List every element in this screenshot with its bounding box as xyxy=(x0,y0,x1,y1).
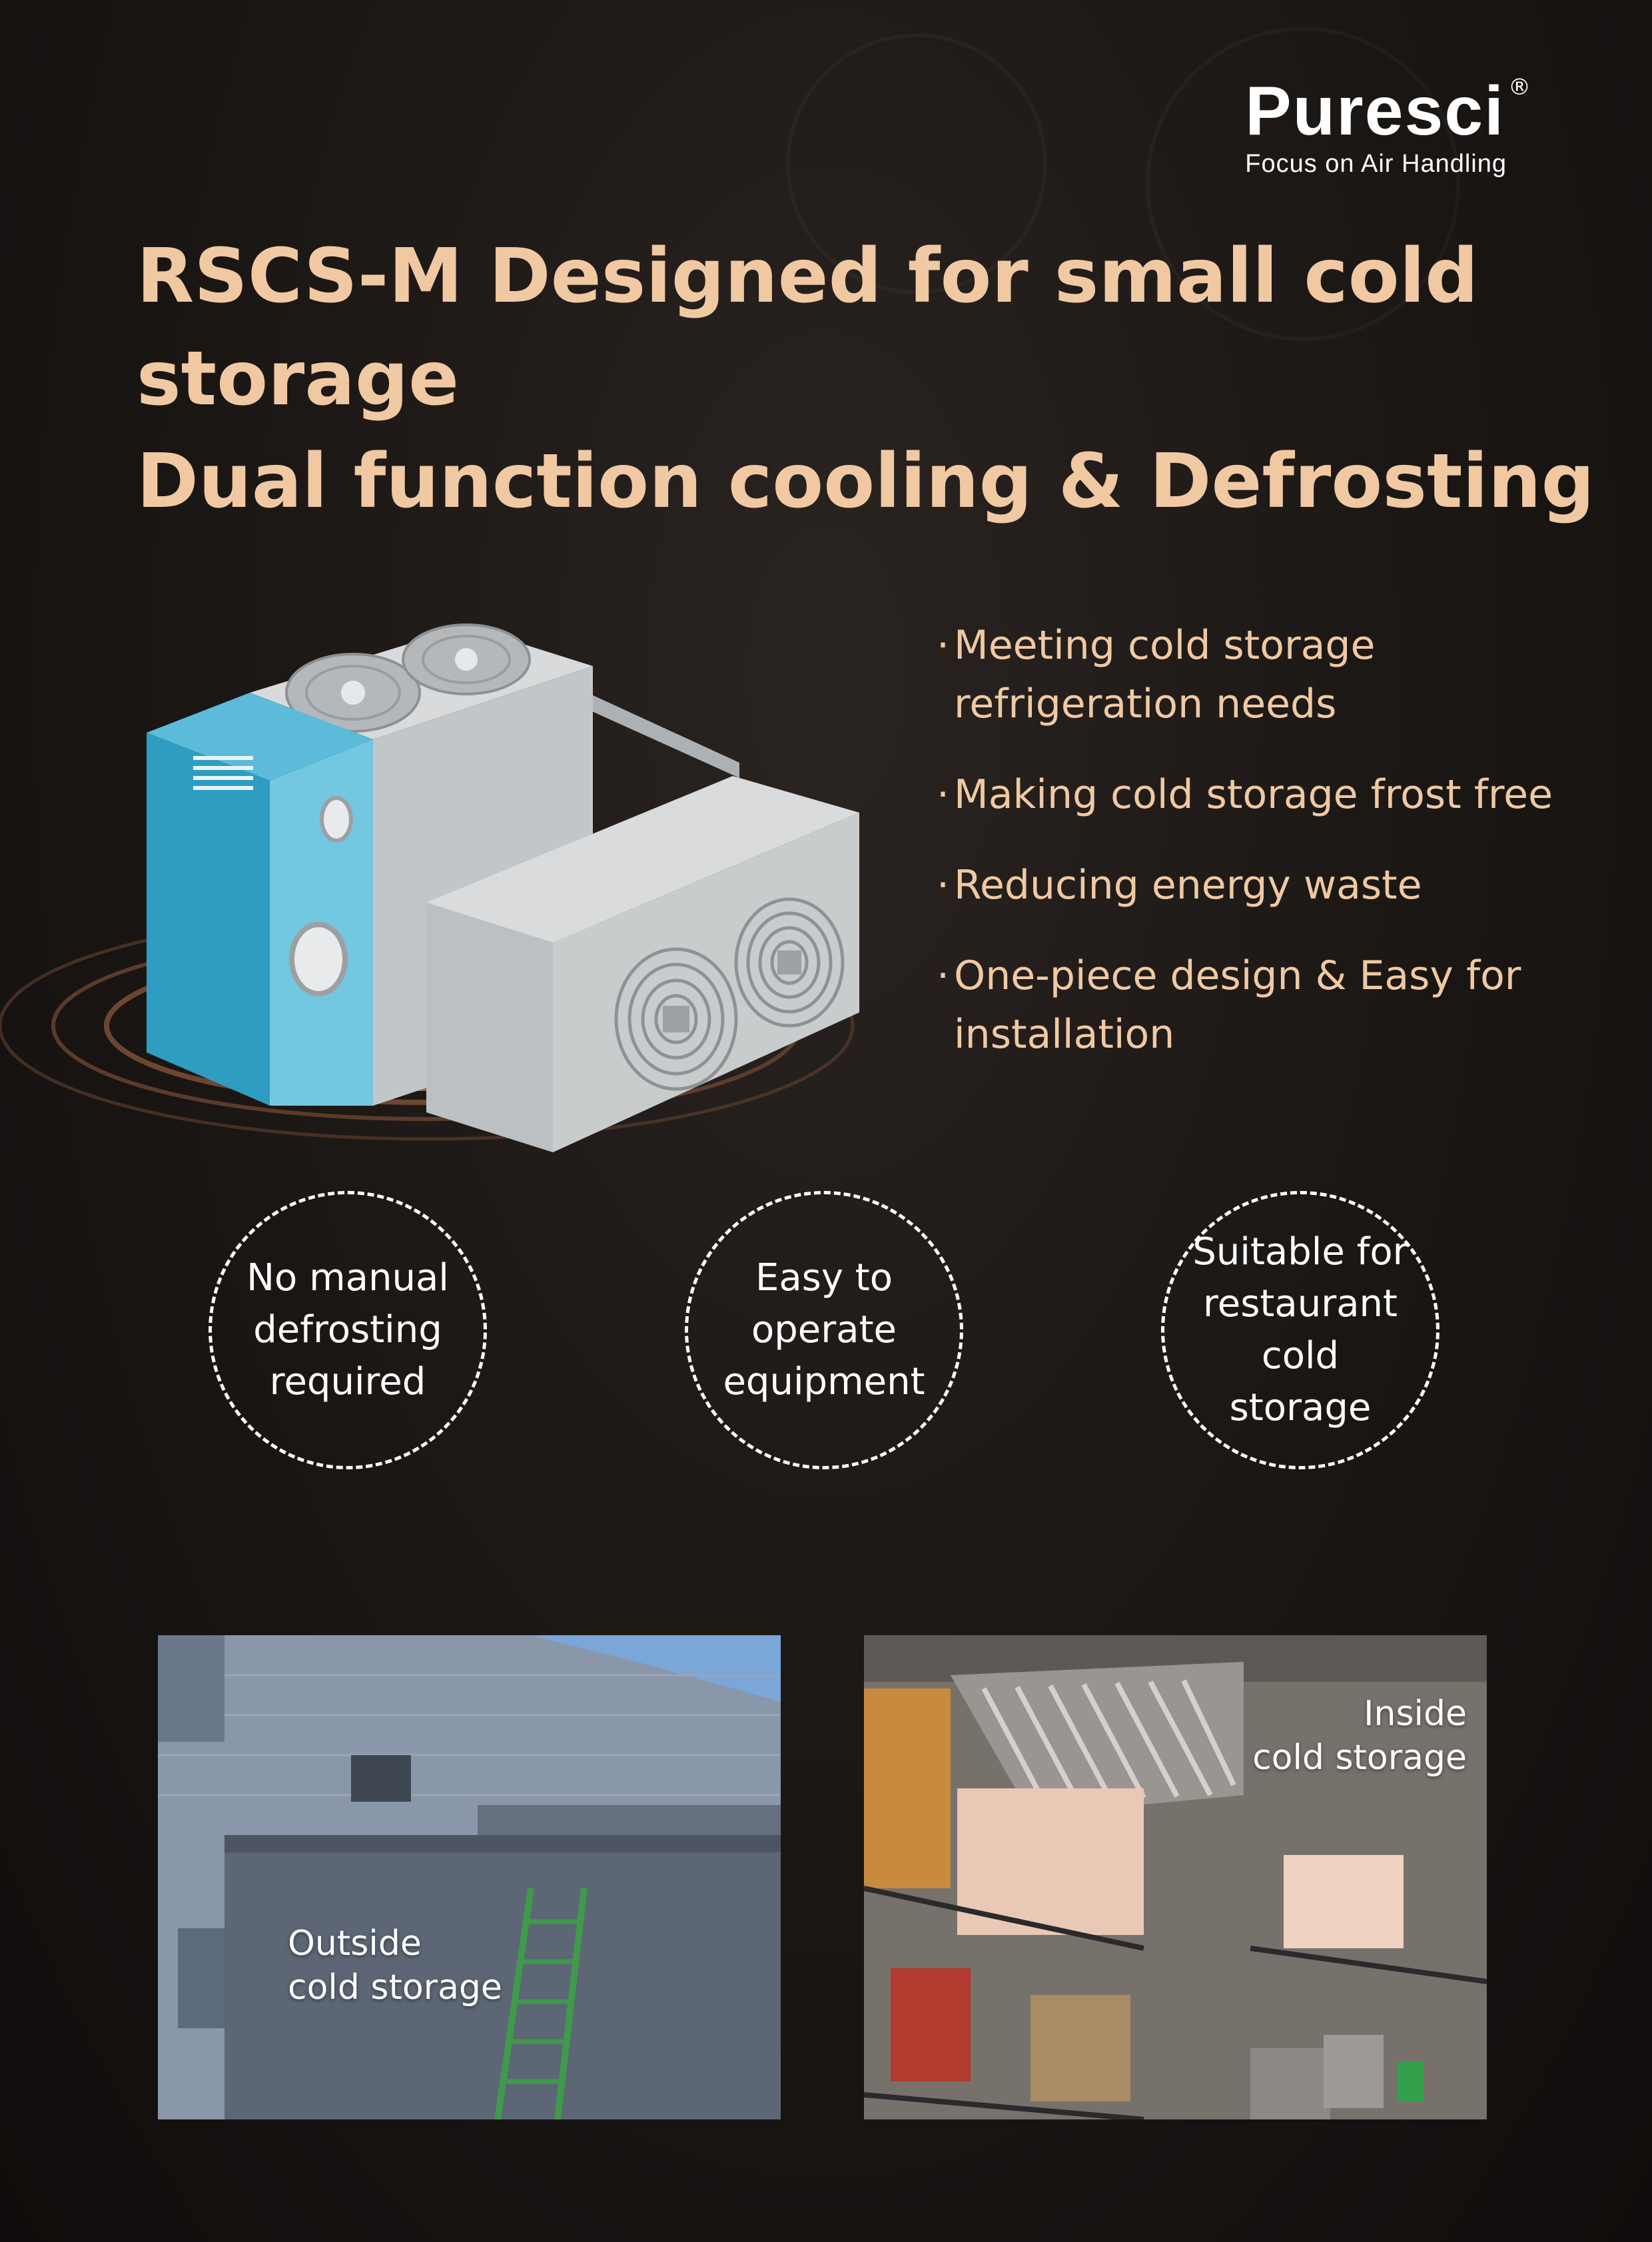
title-line-2: storage xyxy=(137,336,460,422)
evaporator-fan xyxy=(734,897,845,1028)
photo-inside-cold-storage: Inside cold storage xyxy=(864,1635,1487,2119)
badge-text: Easy to operate equipment xyxy=(723,1256,925,1403)
blue-end-panel xyxy=(147,693,373,1106)
brand-name: Puresci xyxy=(1245,73,1505,150)
feature-item: Making cold storage frost free xyxy=(937,765,1605,824)
badge-no-manual-defrost: No manual defrosting required xyxy=(208,1191,487,1469)
feature-item: Reducing energy waste xyxy=(937,856,1605,915)
title-line-1: RSCS-M Designed for small cold xyxy=(137,233,1479,320)
badge-text: No manual defrosting required xyxy=(246,1256,449,1403)
badge-text: Suitable for restaurant cold storage xyxy=(1192,1230,1408,1429)
page-title: RSCS-M Designed for small cold storage D… xyxy=(137,225,1595,533)
outside-label-line-1: Outside xyxy=(288,1924,422,1964)
feature-item: One-piece design & Easy for installation xyxy=(937,946,1540,1064)
feature-list: Meeting cold storage refrigeration needs… xyxy=(937,616,1605,1096)
outside-photo-illustration xyxy=(158,1635,781,2119)
evaporator-fan xyxy=(614,947,738,1091)
vent-grille xyxy=(193,756,253,790)
outside-photo-label: Outside cold storage xyxy=(288,1922,502,2010)
badge-restaurant-storage: Suitable for restaurant cold storage xyxy=(1161,1191,1440,1469)
brand-tagline: Focus on Air Handling xyxy=(1245,150,1507,178)
registered-mark: ® xyxy=(1508,74,1531,101)
outside-label-line-2: cold storage xyxy=(288,1968,502,2008)
brand-logo: Puresci ® Focus on Air Handling xyxy=(1245,73,1531,179)
photo-outside-cold-storage: Outside cold storage xyxy=(158,1635,781,2119)
title-line-3: Dual function cooling & Defrosting xyxy=(137,438,1595,525)
evaporator-unit xyxy=(426,776,859,1152)
inside-photo-label: Inside cold storage xyxy=(1252,1692,1467,1780)
badge-easy-operate: Easy to operate equipment xyxy=(685,1191,963,1469)
feature-item: Meeting cold storage refrigeration needs xyxy=(937,616,1407,733)
inside-label-line-1: Inside xyxy=(1364,1694,1467,1734)
product-illustration xyxy=(0,623,859,1152)
inside-label-line-2: cold storage xyxy=(1252,1738,1467,1778)
inside-photo-illustration xyxy=(864,1635,1487,2119)
